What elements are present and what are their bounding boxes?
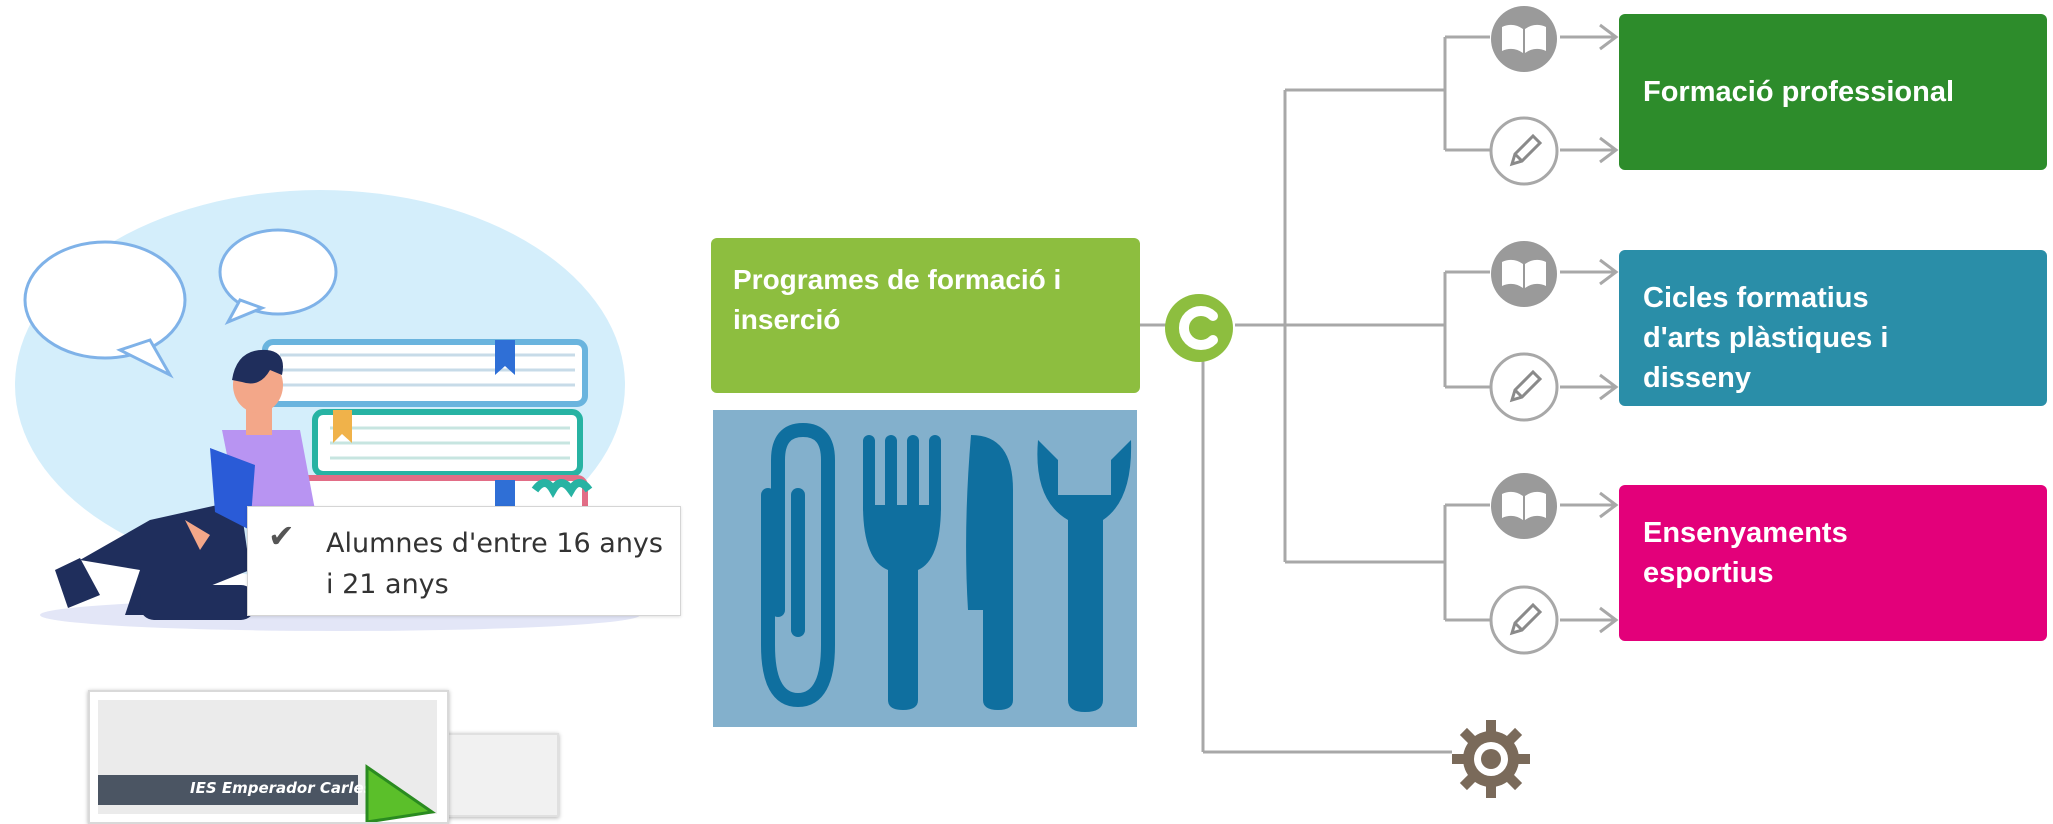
thumbnail-back[interactable] xyxy=(440,733,559,817)
age-requirement-text: Alumnes d'entre 16 anys i 21 anys xyxy=(326,528,663,600)
school-banner-text: IES Emperador Carles xyxy=(190,779,373,797)
student-figure xyxy=(55,349,315,620)
ensenyaments-esportius-label: Ensenyaments esportius xyxy=(1643,517,1848,589)
fork-icon xyxy=(863,435,941,710)
formacio-professional-label: Formació professional xyxy=(1643,76,1955,108)
book-icon xyxy=(1491,241,1557,307)
school-banner xyxy=(98,775,358,805)
gear-icon xyxy=(1452,720,1530,798)
speech-bubble-icon xyxy=(218,228,338,325)
speech-bubble-icon xyxy=(23,240,187,379)
tools-image xyxy=(713,410,1137,727)
programes-formacio-box[interactable]: Programes de formació i inserció xyxy=(711,238,1140,393)
connector-lines xyxy=(1140,23,1619,754)
book-icon xyxy=(1491,473,1557,539)
pencil-icon xyxy=(1489,585,1559,655)
cicles-arts-box[interactable]: Cicles formatius d'arts plàstiques i dis… xyxy=(1619,250,2047,406)
ensenyaments-esportius-box[interactable]: Ensenyaments esportius xyxy=(1619,485,2047,641)
pencil-icon xyxy=(1489,116,1559,186)
student-reading-illustration xyxy=(15,190,640,631)
pencil-icon xyxy=(1489,352,1559,422)
paperclip-icon xyxy=(761,422,835,708)
cicles-arts-label: Cicles formatius d'arts plàstiques i dis… xyxy=(1643,282,1889,394)
book-icon xyxy=(1491,6,1557,72)
wrench-icon xyxy=(1037,440,1132,712)
check-icon: ✔ xyxy=(268,517,295,555)
formacio-professional-box[interactable]: Formació professional xyxy=(1619,14,2047,170)
programes-formacio-title: Programes de formació i inserció xyxy=(733,264,1062,335)
c-letter-icon[interactable] xyxy=(1163,292,1235,364)
age-requirement-tooltip: ✔ Alumnes d'entre 16 anys i 21 anys xyxy=(247,506,681,616)
knife-icon xyxy=(966,435,1013,710)
school-thumbnail[interactable]: IES Emperador Carles xyxy=(88,690,449,824)
